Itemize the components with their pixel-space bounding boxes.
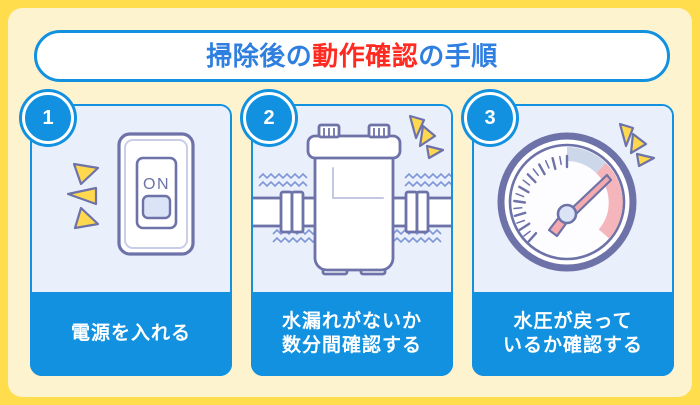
step-number-badge-2: 2	[243, 92, 295, 144]
page-title-pill: 掃除後の動作確認の手順	[34, 30, 670, 82]
page-title: 掃除後の動作確認の手順	[206, 43, 498, 69]
step-card-3: 3	[464, 92, 674, 376]
step-caption-2: 水漏れがないか 数分間確認する	[251, 292, 453, 376]
light-switch-icon: ON	[32, 106, 230, 298]
step-caption-1-line1: 電源を入れる	[70, 322, 191, 344]
step-illustration-3	[474, 106, 672, 298]
pressure-gauge-icon	[474, 106, 672, 298]
step-card-1: 1	[22, 92, 232, 376]
poster-inner-panel: 掃除後の動作確認の手順 1	[8, 8, 692, 397]
step-number-3: 3	[484, 107, 496, 129]
step-caption-2-line1: 水漏れがないか	[281, 310, 422, 332]
step-caption-2-line2: 数分間確認する	[281, 335, 422, 356]
title-segment-red: 動作確認	[312, 41, 419, 71]
step-number-1: 1	[42, 107, 54, 129]
step-card-2: 2	[243, 92, 453, 376]
step-caption-3: 水圧が戻って いるか確認する	[472, 292, 674, 376]
step-caption-1: 電源を入れる	[30, 292, 232, 376]
title-segment-blue-1: 掃除後の	[206, 41, 313, 71]
step-number-badge-1: 1	[22, 92, 74, 144]
water-meter-icon	[253, 106, 451, 298]
switch-on-label: ON	[143, 176, 170, 193]
step-caption-3-line1: 水圧が戻って	[513, 310, 633, 332]
step-caption-3-line2: いるか確認する	[502, 335, 643, 356]
water-wave-marks	[258, 172, 451, 244]
step-illustration-1: ON	[32, 106, 230, 298]
step-card-list: 1	[22, 92, 674, 386]
step-number-badge-3: 3	[464, 92, 516, 144]
step-illustration-2	[253, 106, 451, 298]
step-number-2: 2	[263, 107, 275, 129]
title-segment-blue-2: の手順	[418, 41, 498, 71]
